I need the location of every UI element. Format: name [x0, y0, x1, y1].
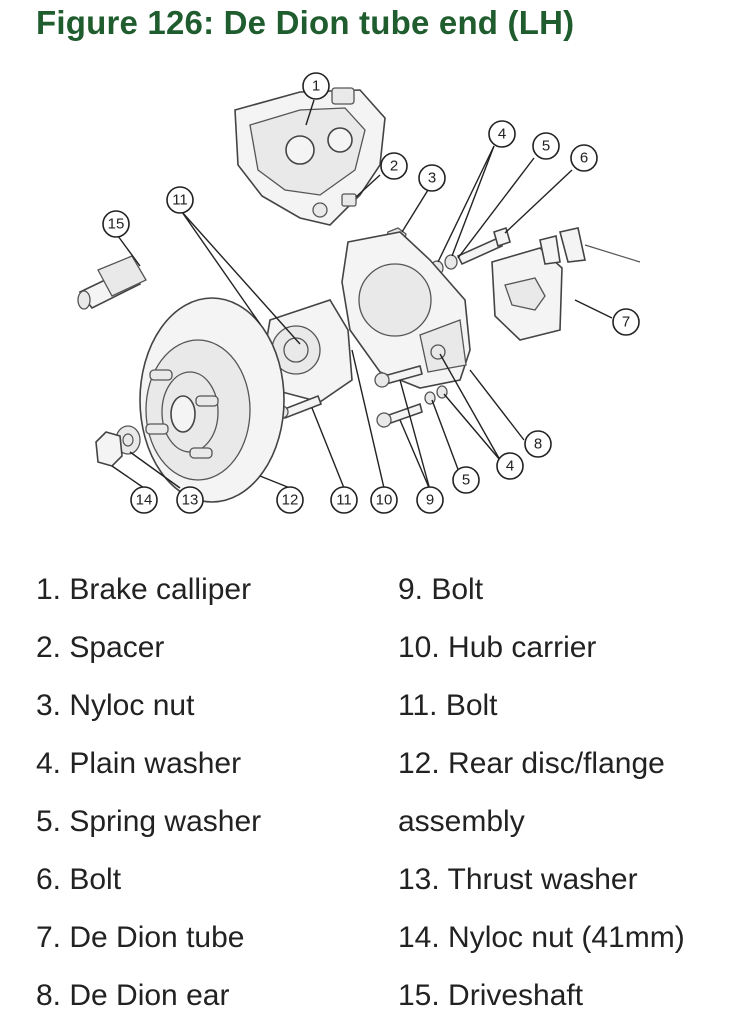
legend-item: 11. Bolt [398, 689, 498, 722]
legend-column-right: 9. Bolt 10. Hub carrier 11. Bolt 12. Rea… [398, 566, 685, 1030]
callout-1: 1 [302, 72, 330, 100]
callout-15: 15 [102, 210, 130, 238]
spacer-drawing [341, 193, 357, 207]
callout-5-top: 5 [532, 132, 560, 160]
figure-title: Figure 126: De Dion tube end (LH) [36, 4, 575, 41]
legend-item: 14. Nyloc nut (41mm) [398, 921, 685, 954]
svg-text:4: 4 [498, 126, 506, 143]
legend-item: 3. Nyloc nut [36, 689, 195, 722]
svg-text:4: 4 [506, 458, 514, 475]
svg-text:3: 3 [428, 170, 436, 187]
legend-column-left: 1. Brake calliper 2. Spacer 3. Nyloc nut… [36, 566, 261, 1030]
callout-14: 14 [130, 486, 158, 514]
callout-9: 9 [416, 486, 444, 514]
legend-item: 10. Hub carrier [398, 631, 597, 664]
thrust-washer-nut-drawing [95, 425, 141, 467]
callout-4-bottom: 4 [496, 452, 524, 480]
legend-item: assembly [398, 805, 525, 838]
svg-text:13: 13 [182, 492, 199, 509]
callout-2: 2 [380, 152, 408, 180]
callout-4-top: 4 [488, 120, 516, 148]
svg-text:15: 15 [108, 216, 125, 233]
legend-item: 13. Thrust washer [398, 863, 638, 896]
callout-3: 3 [418, 164, 446, 192]
callout-11-top: 11 [166, 186, 194, 214]
washers-bolt-top [430, 226, 511, 276]
svg-text:5: 5 [542, 138, 550, 155]
legend-item: 5. Spring washer [36, 805, 262, 838]
legend-item: 2. Spacer [36, 631, 165, 664]
brake-calliper-drawing [234, 87, 386, 226]
legend-item: 12. Rear disc/flange [398, 747, 665, 780]
leader-lines [111, 99, 613, 491]
svg-text:7: 7 [622, 314, 630, 331]
legend-item: 8. De Dion ear [36, 979, 230, 1012]
callout-7: 7 [612, 308, 640, 336]
svg-text:8: 8 [534, 436, 542, 453]
svg-text:11: 11 [336, 492, 352, 509]
svg-text:10: 10 [376, 492, 393, 509]
legend-item: 7. De Dion tube [36, 921, 245, 954]
parts-legend: 1. Brake calliper 2. Spacer 3. Nyloc nut… [0, 566, 732, 1024]
legend-item: 15. Driveshaft [398, 979, 584, 1012]
callout-10: 10 [370, 486, 398, 514]
callout-13: 13 [176, 486, 204, 514]
svg-text:12: 12 [282, 492, 299, 509]
svg-text:11: 11 [172, 192, 188, 209]
de-dion-tube-drawing [491, 227, 641, 341]
legend-item: 1. Brake calliper [36, 573, 252, 606]
legend-item: 4. Plain washer [36, 747, 242, 780]
svg-text:6: 6 [580, 150, 588, 167]
bolts-lower [275, 365, 448, 428]
callout-11-bottom: 11 [330, 486, 358, 514]
callout-6: 6 [570, 144, 598, 172]
callout-12: 12 [276, 486, 304, 514]
de-dion-ear-drawing [341, 231, 471, 389]
legend-item: 6. Bolt [36, 863, 122, 896]
callout-5-bottom: 5 [452, 466, 480, 494]
svg-text:9: 9 [426, 492, 434, 509]
driveshaft-drawing [77, 255, 147, 310]
svg-text:1: 1 [312, 78, 320, 95]
callout-8: 8 [524, 430, 552, 458]
exploded-diagram: 1 2 3 4 5 6 7 8 4 5 9 10 11 12 11 13 14 … [77, 72, 641, 514]
rear-disc-drawing [139, 297, 285, 503]
svg-text:14: 14 [136, 492, 153, 509]
legend-item: 9. Bolt [398, 573, 484, 606]
svg-text:2: 2 [390, 158, 398, 175]
svg-text:5: 5 [462, 472, 470, 489]
